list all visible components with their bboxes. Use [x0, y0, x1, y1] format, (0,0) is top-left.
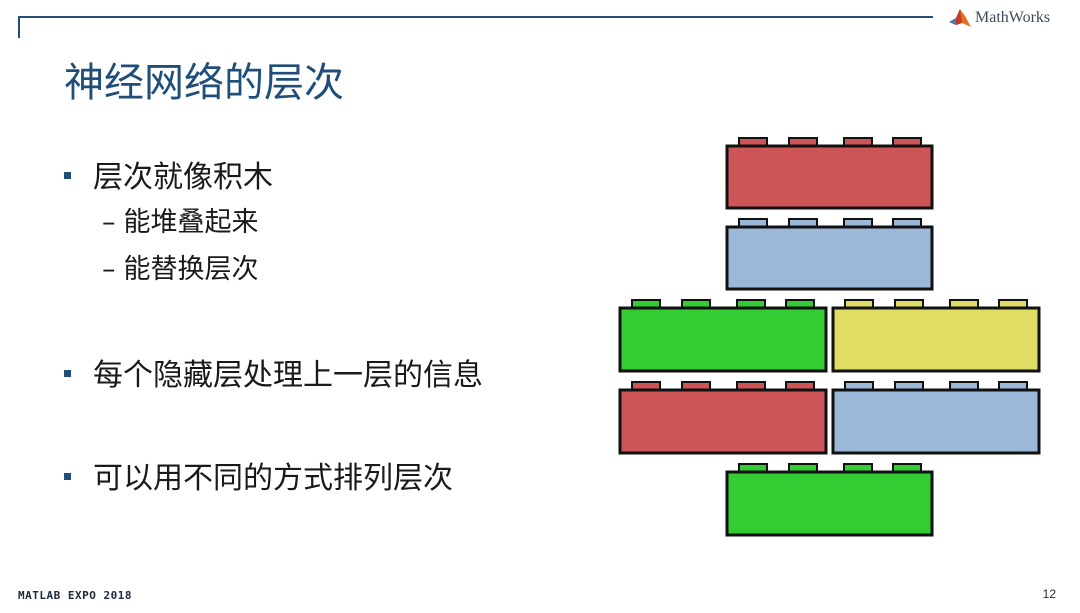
- brick-body: [725, 144, 934, 210]
- bullet-text: 层次就像积木: [93, 160, 273, 195]
- bullet-text: 可以用不同的方式排列层次: [93, 461, 453, 496]
- brick-body: [831, 306, 1041, 373]
- brick-body: [725, 470, 934, 537]
- bullet-item-3: 可以用不同的方式排列层次: [64, 453, 453, 497]
- bullet-text: 每个隐藏层处理上一层的信息: [93, 358, 483, 393]
- bullet-marker: [64, 370, 71, 377]
- footer-event: MATLAB EXPO 2018: [18, 589, 132, 602]
- page-number: 12: [1042, 587, 1056, 601]
- bullet-marker: [64, 473, 71, 480]
- mathworks-logo: MathWorks: [948, 6, 1050, 30]
- sub-bullet-marker: –: [102, 207, 116, 238]
- logo-text: MathWorks: [975, 9, 1051, 26]
- brick-blue-2: [725, 218, 934, 291]
- sub-bullet-text: 能堆叠起来: [123, 207, 259, 238]
- bullet-item-2: 每个隐藏层处理上一层的信息: [64, 350, 483, 394]
- brick-body: [725, 225, 934, 291]
- brick-green-7: [725, 463, 934, 537]
- brick-body: [618, 388, 828, 455]
- brick-body: [618, 306, 828, 373]
- sub-bullet-marker: –: [102, 254, 116, 285]
- sub-bullet-text: 能替换层次: [123, 254, 259, 285]
- sub-bullet-item-2: – 能替换层次: [102, 247, 259, 286]
- brick-blue-6: [831, 381, 1041, 455]
- brick-yellow-4: [831, 299, 1041, 373]
- brick-green-3: [618, 299, 828, 373]
- header-rule: [18, 16, 933, 18]
- header-rule-corner: [18, 16, 20, 38]
- sub-bullet-item-1: – 能堆叠起来: [102, 200, 259, 239]
- brick-red-1: [725, 137, 934, 210]
- brick-body: [831, 388, 1041, 455]
- brick-red-5: [618, 381, 828, 455]
- membrane-logo-icon: [949, 9, 971, 27]
- bullet-item-1: 层次就像积木: [64, 152, 273, 196]
- bullet-marker: [64, 172, 71, 179]
- slide-title: 神经网络的层次: [64, 60, 344, 106]
